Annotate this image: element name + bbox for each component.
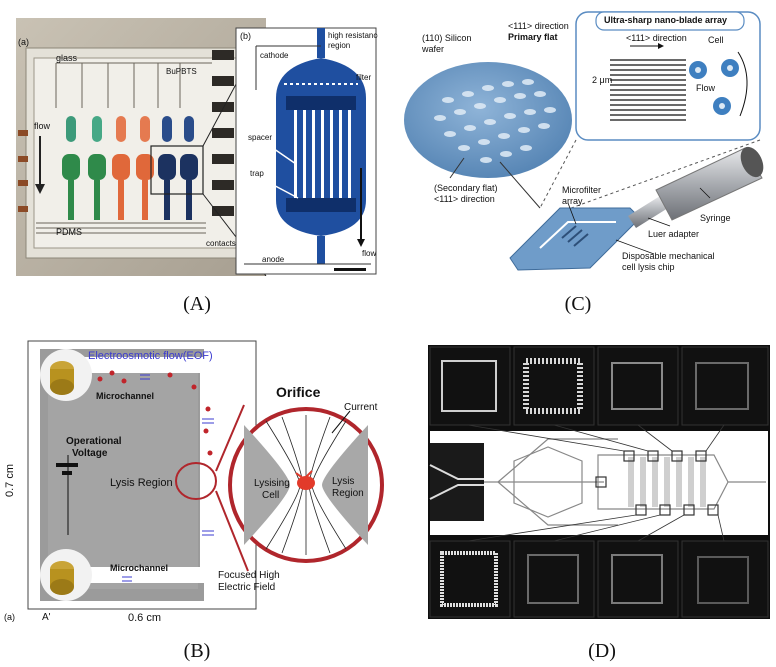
- region-label: region: [328, 41, 351, 50]
- lysing-label-2: Cell: [262, 490, 280, 501]
- blue-channel: [158, 116, 176, 220]
- microchannel-top-label: Microchannel: [96, 391, 155, 401]
- luer-adapter: [628, 196, 668, 228]
- high-res-label: high resistance: [328, 31, 378, 40]
- panel-c-figure: [404, 11, 764, 271]
- eof-label: Electroosmotic flow(EOF): [88, 350, 213, 362]
- orifice-label: Orifice: [276, 384, 321, 400]
- panel-b-sub-a: (a): [4, 612, 15, 622]
- a-prime-label: A': [42, 612, 51, 623]
- panel-c: (110) Silicon wafer <111> direction Prim…: [400, 8, 770, 294]
- panel-a-sub-b: (b): [240, 31, 251, 41]
- chip-label-2: cell lysis chip: [622, 262, 675, 272]
- dim-horizontal-label: 0.6 cm: [128, 612, 162, 624]
- panel-a-figure: [16, 18, 377, 276]
- microchannel-path: [62, 357, 216, 583]
- panel-b: Electroosmotic flow(EOF) Microchannel Mi…: [0, 335, 395, 625]
- inset-title: Ultra-sharp nano-blade array: [604, 15, 728, 25]
- chip-schematic: [430, 431, 768, 535]
- panel-a: (a) glass BuPBTS flow PDMS contacts (b) …: [16, 18, 378, 276]
- current-label: Current: [344, 402, 378, 413]
- primary-flat-label: Primary flat: [508, 32, 558, 42]
- panel-a-sub-a: (a): [18, 37, 29, 47]
- lysis-chip: [509, 207, 641, 271]
- operational-label-2: Voltage: [72, 448, 108, 459]
- inset-scale: 2 μm: [592, 75, 613, 85]
- anode-label: anode: [262, 255, 285, 264]
- zoom-box: [150, 145, 204, 195]
- panel-d-figure: [429, 346, 769, 618]
- wafer-label-2: wafer: [422, 44, 445, 54]
- trap-label: trap: [250, 169, 264, 178]
- blue-channel-2: [180, 116, 198, 220]
- orange-channel-2: [136, 116, 154, 220]
- microchannel-bottom-label: Microchannel: [110, 563, 169, 573]
- cell-label: Cell: [708, 35, 724, 45]
- caption-c: (C): [564, 293, 592, 315]
- caption-b: (B): [183, 640, 211, 662]
- spacer-label: spacer: [248, 133, 273, 142]
- flow-label-b: flow: [362, 249, 377, 258]
- panel-a-pdms-label: PDMS: [56, 227, 83, 237]
- panel-b-figure: [27, 340, 384, 610]
- panel-a-flow-label: flow: [34, 121, 51, 131]
- bottom-reservoir: [40, 549, 92, 601]
- inset-direction: <111> direction: [626, 33, 687, 43]
- green-channel: [62, 116, 80, 220]
- lysing-label-1: Lysising: [254, 478, 290, 489]
- focused-label-2: Electric Field: [218, 582, 276, 593]
- panel-a-contacts-label: contacts: [206, 239, 236, 248]
- lysis-region-zoom-1: Lysis: [332, 476, 355, 487]
- dim-vertical-label: 0.7 cm: [4, 463, 17, 498]
- lysis-region-circle: [175, 462, 217, 500]
- caption-d: (D): [588, 640, 616, 662]
- syringe: [655, 147, 763, 221]
- cathode-label: cathode: [260, 51, 289, 60]
- panel-a-bu-label: BuPBTS: [166, 67, 197, 76]
- microfilter-label-2: array: [562, 196, 583, 206]
- lysis-region-label: Lysis Region: [110, 477, 173, 489]
- operational-label-1: Operational: [66, 436, 122, 447]
- bottom-micrographs: [429, 540, 769, 618]
- orange-channel: [112, 116, 130, 220]
- secondary-flat-label: (Secondary flat): [434, 183, 498, 193]
- green-channel-2: [88, 116, 106, 220]
- top-micrographs: [429, 346, 769, 426]
- panel-d: [428, 345, 770, 619]
- voltage-symbol: [56, 463, 78, 467]
- pdms-block: [33, 57, 247, 249]
- secondary-dir-label: <111> direction: [434, 194, 495, 204]
- focused-label-1: Focused High: [218, 570, 280, 581]
- wafer-label-1: (110) Silicon: [422, 33, 472, 43]
- lysis-region-zoom-2: Region: [332, 488, 364, 499]
- microfilter-label-1: Microfilter: [562, 185, 602, 195]
- direction-label-1: <111> direction: [508, 21, 569, 31]
- chip-label-1: Disposable mechanical: [622, 251, 715, 261]
- caption-a: (A): [183, 293, 211, 315]
- lysing-cell: [297, 476, 315, 490]
- top-reservoir: [40, 349, 92, 401]
- luer-label: Luer adapter: [648, 229, 700, 239]
- flow-label-c: Flow: [696, 83, 716, 93]
- syringe-label: Syringe: [700, 213, 731, 223]
- panel-a-glass-label: glass: [56, 53, 78, 63]
- filter-label: filter: [356, 73, 372, 82]
